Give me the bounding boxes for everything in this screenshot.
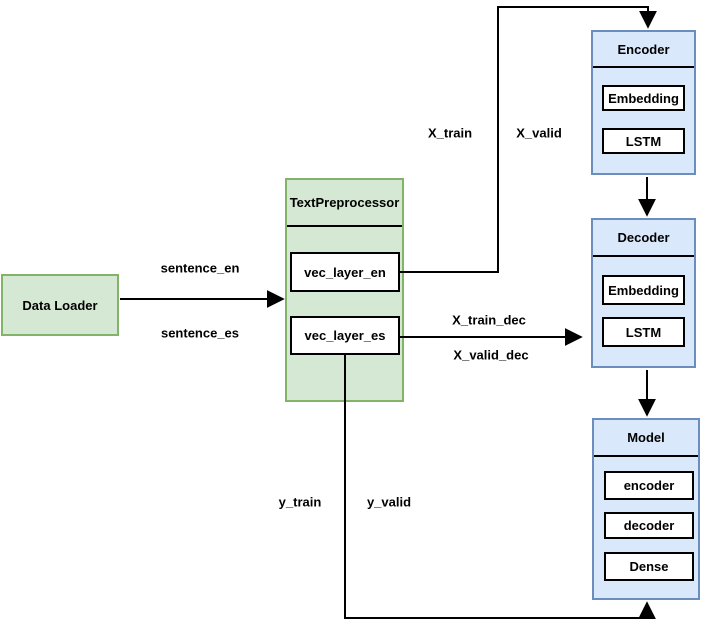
model-dense-box: Dense [604,552,694,581]
decoder-lstm-label: LSTM [625,324,662,340]
decoder-embedding-label: Embedding [608,282,679,298]
encoder-lstm-box: LSTM [602,128,685,154]
text-preprocessor-node: TextPreprocessor vec_layer_en vec_layer_… [285,178,404,402]
model-encoder-box: encoder [604,471,694,500]
edge-label-sentence-en: sentence_en [158,260,242,276]
vec-layer-en-label: vec_layer_en [304,264,386,280]
encoder-embedding-label: Embedding [608,90,679,106]
vec-layer-es-box: vec_layer_es [290,316,400,355]
decoder-title: Decoder [593,220,694,257]
model-node: Model encoder decoder Dense [592,418,700,600]
encoder-node: Encoder Embedding LSTM [591,30,696,175]
encoder-embedding-box: Embedding [602,85,685,111]
decoder-embedding-box: Embedding [602,275,685,305]
vec-layer-en-box: vec_layer_en [290,252,400,292]
model-dense-label: Dense [629,559,669,574]
model-title: Model [594,420,698,457]
edge-label-y-train: y_train [276,494,324,510]
edge-label-x-train: X_train [425,125,475,141]
edge-label-y-valid: y_valid [364,494,414,510]
encoder-lstm-label: LSTM [625,133,662,149]
model-decoder-label: decoder [623,518,675,533]
edge-label-x-valid: X_valid [514,125,564,141]
edge-label-x-valid-dec: X_valid_dec [451,347,531,363]
text-preprocessor-title: TextPreprocessor [287,180,402,227]
encoder-title: Encoder [593,32,694,68]
decoder-node: Decoder Embedding LSTM [591,218,696,368]
decoder-lstm-box: LSTM [602,317,685,347]
edge-label-sentence-es: sentence_es [158,325,242,341]
vec-layer-es-label: vec_layer_es [304,328,386,343]
data-loader-title: Data Loader [22,297,98,313]
edge-label-x-train-dec: X_train_dec [450,312,528,328]
model-decoder-box: decoder [604,512,694,539]
model-encoder-label: encoder [623,478,675,493]
data-loader-node: Data Loader [1,274,119,336]
